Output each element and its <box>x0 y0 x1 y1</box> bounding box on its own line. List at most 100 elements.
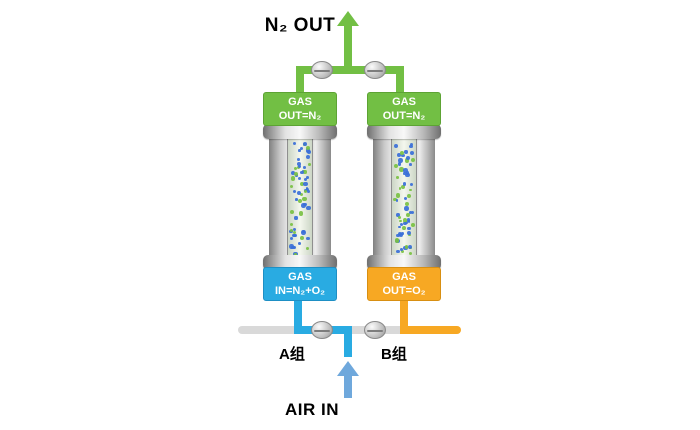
gas-out-box-a: GAS OUT=N₂ <box>263 92 337 126</box>
column-b-adsorbent-bed <box>391 138 417 258</box>
adsorbent-dot <box>294 216 298 220</box>
adsorbent-dot <box>301 229 306 234</box>
adsorbent-dot <box>401 226 406 231</box>
adsorbent-dot <box>403 172 406 175</box>
air-in-arrow-icon <box>337 361 359 376</box>
column-a-adsorbent-bed <box>287 138 313 258</box>
column-a-top-cap <box>263 124 337 139</box>
adsorbent-dot <box>304 189 308 193</box>
adsorbent-dot <box>292 228 296 232</box>
adsorbent-dot <box>399 167 404 172</box>
valve-icon-top-left <box>311 61 333 79</box>
o2-out-box-b: GAS OUT=O₂ <box>367 267 441 301</box>
adsorbent-dot <box>402 181 407 186</box>
adsorbent-dot <box>404 245 409 249</box>
n2-out-label: N₂ OUT <box>264 15 336 36</box>
adsorbent-dot <box>411 223 415 227</box>
adsorbent-dot <box>292 233 296 238</box>
adsorbent-dot <box>298 176 302 180</box>
adsorbent-dot <box>303 181 308 187</box>
adsorbent-dot <box>296 191 301 196</box>
adsorbent-dot <box>292 189 296 194</box>
adsorbent-dot <box>409 188 412 192</box>
adsorbent-dot <box>308 162 311 166</box>
adsorbent-dot <box>404 201 410 207</box>
adsorbent-dot <box>289 244 294 249</box>
adsorbent-dot <box>398 162 402 166</box>
o2-exhaust-pipe <box>400 326 461 334</box>
adsorbent-dot <box>403 168 408 173</box>
adsorbent-dot <box>293 166 298 171</box>
adsorbent-dot <box>297 164 301 168</box>
adsorbent-dot <box>293 142 297 146</box>
o2-out-box-b-line1: GAS <box>392 270 416 283</box>
adsorbent-dot <box>396 249 401 254</box>
adsorbent-dot <box>294 171 299 176</box>
adsorbent-dot <box>404 150 408 154</box>
adsorbent-dot <box>305 187 310 192</box>
adsorbent-dot <box>298 211 303 216</box>
adsorbent-dot <box>395 199 399 202</box>
adsorbent-dot <box>404 206 409 211</box>
adsorbent-dot <box>300 236 305 241</box>
gas-in-box-a-line1: GAS <box>288 270 312 283</box>
adsorbent-dot <box>400 222 404 226</box>
adsorbent-dot <box>300 147 304 151</box>
adsorbent-dot <box>410 157 415 162</box>
group-b-label: B组 <box>381 346 407 363</box>
adsorbent-dot <box>289 228 293 232</box>
adsorbent-dot <box>410 183 414 186</box>
air-drop-pipe-a <box>294 300 302 334</box>
adsorbent-dot <box>398 158 404 163</box>
adsorbent-dot <box>305 154 310 160</box>
air-in-label: AIR IN <box>285 400 339 419</box>
adsorbent-dot <box>295 197 298 201</box>
n2-out-arrow-shaft <box>344 25 352 72</box>
adsorbent-dot <box>305 247 309 251</box>
adsorbent-dot <box>306 176 310 180</box>
column-b-bottom-cap <box>367 255 441 270</box>
air-inlet-stub-pipe <box>344 326 352 357</box>
adsorbent-dot <box>397 225 401 229</box>
gas-out-box-b-line2: OUT=N₂ <box>382 110 426 122</box>
adsorbent-dot <box>394 238 400 243</box>
adsorbent-dot <box>290 237 294 241</box>
adsorbent-dot <box>306 236 310 241</box>
adsorbent-dot <box>396 176 400 180</box>
valve-icon-top-right <box>364 61 386 79</box>
adsorbent-dot <box>303 166 306 169</box>
adsorbent-dot <box>305 145 311 150</box>
column-b-tube <box>373 138 435 258</box>
adsorbent-dot <box>406 226 411 231</box>
adsorbent-dot <box>393 197 397 202</box>
adsorbent-dot <box>307 190 311 193</box>
adsorbent-dot <box>409 252 413 256</box>
adsorbent-dot <box>407 233 411 237</box>
adsorbent-dot <box>290 170 295 175</box>
adsorbent-dot <box>294 252 298 256</box>
column-a-bottom-cap <box>263 255 337 270</box>
adsorbent-dot <box>406 171 410 175</box>
adsorbent-dot <box>403 221 407 226</box>
o2-out-box-b-line2: OUT=O₂ <box>382 285 426 297</box>
valve-icon-bottom-left <box>311 321 333 339</box>
adsorbent-dot <box>406 231 411 235</box>
n2-riser-pipe-b <box>396 66 404 94</box>
adsorbent-dot <box>404 196 408 200</box>
adsorbent-dot <box>297 149 301 152</box>
adsorbent-dot <box>289 184 294 189</box>
valve-icon-bottom-right <box>364 321 386 339</box>
adsorbent-dot <box>291 245 296 250</box>
gas-out-box-a-line2: OUT=N₂ <box>278 110 322 122</box>
adsorbent-dot <box>397 216 401 220</box>
adsorbent-dot <box>302 196 307 202</box>
n2-out-arrow-icon <box>337 11 359 26</box>
adsorbent-dot <box>393 163 398 168</box>
adsorbent-dot <box>396 213 400 217</box>
adsorbent-dot <box>296 162 301 166</box>
adsorbent-dot <box>290 209 295 214</box>
adsorbent-dot <box>289 222 293 226</box>
adsorbent-dot <box>397 231 402 236</box>
adsorbent-dot <box>404 158 410 163</box>
adsorbent-dot <box>400 247 403 251</box>
